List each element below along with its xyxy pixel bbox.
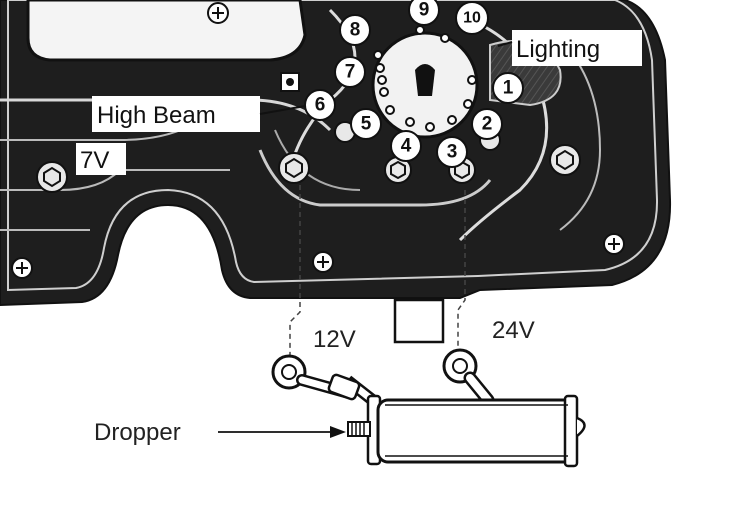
svg-text:5: 5 xyxy=(361,114,372,135)
terminal-markers: 1 2 3 4 5 6 7 8 9 10 xyxy=(304,0,524,168)
nut-icon xyxy=(278,152,310,184)
arrow-icon xyxy=(218,426,346,438)
terminal-marker-2: 2 xyxy=(471,108,503,140)
nut-icon xyxy=(36,161,68,193)
board-screws xyxy=(11,2,625,279)
svg-text:6: 6 xyxy=(315,95,326,116)
terminal-marker-1: 1 xyxy=(492,72,524,104)
high-beam-label-group: High Beam xyxy=(92,96,306,132)
leader-24v xyxy=(457,190,466,350)
dropper-resistor xyxy=(271,348,586,468)
svg-text:8: 8 xyxy=(350,20,361,41)
svg-text:9: 9 xyxy=(419,0,430,21)
terminal-marker-10: 10 xyxy=(455,1,489,35)
screw-icon xyxy=(312,251,334,273)
screw-icon xyxy=(11,257,33,279)
leader-12v xyxy=(289,185,301,355)
svg-text:4: 4 xyxy=(401,136,412,157)
svg-text:7: 7 xyxy=(345,62,356,83)
svg-text:2: 2 xyxy=(482,114,493,135)
svg-text:1: 1 xyxy=(503,78,514,99)
terminal-marker-6: 6 xyxy=(304,89,336,121)
twelve-v-label: 12V xyxy=(313,326,356,353)
svg-text:3: 3 xyxy=(447,142,458,163)
nut-icon xyxy=(549,144,581,176)
screw-icon xyxy=(603,233,625,255)
dropper-label: Dropper xyxy=(94,419,181,446)
lighting-label: Lighting xyxy=(516,36,600,63)
terminal-marker-7: 7 xyxy=(334,56,366,88)
lighting-label-group: Lighting xyxy=(497,30,642,66)
screw-icon xyxy=(207,2,229,24)
terminal-marker-4: 4 xyxy=(390,130,422,162)
connector-block xyxy=(393,298,445,344)
terminal-marker-8: 8 xyxy=(339,14,371,46)
twentyfour-v-label: 24V xyxy=(492,317,535,344)
seven-v-label-group: 7V xyxy=(76,143,126,175)
terminal-marker-5: 5 xyxy=(350,108,382,140)
svg-text:10: 10 xyxy=(463,10,481,27)
seven-v-label: 7V xyxy=(80,147,109,174)
terminal-marker-9: 9 xyxy=(408,0,440,26)
terminal-marker-3: 3 xyxy=(436,136,468,168)
nut-icon xyxy=(280,72,300,92)
high-beam-label: High Beam xyxy=(97,102,216,129)
